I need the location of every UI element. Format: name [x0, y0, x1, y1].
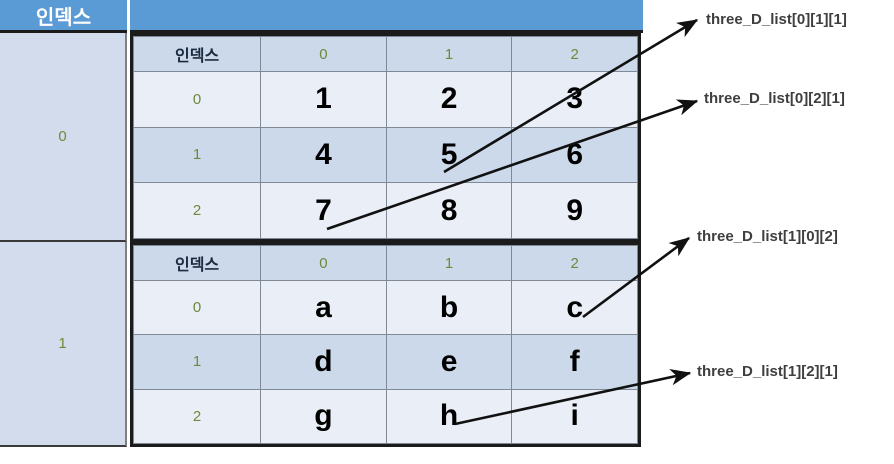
cell-1-1-1: e [385, 334, 513, 390]
cell-0-0-0: 1 [260, 71, 387, 128]
outer-index-value-1: 1 [58, 335, 67, 352]
cell-0-1-1: 5 [385, 126, 513, 184]
grid-header-col-2: 2 [511, 36, 638, 72]
banner-filler [130, 0, 643, 33]
cell-0-0-1: 2 [385, 71, 513, 128]
cell-0-1-2: 6 [511, 126, 638, 184]
cell-1-0-0: a [260, 279, 387, 336]
cell-1-0-2: c [511, 279, 638, 336]
row-index-0: 0 [132, 279, 262, 336]
cell-1-1-2: f [511, 334, 638, 390]
cell-1-2-2: i [511, 388, 638, 445]
banner-index-header: 인덱스 [0, 0, 127, 33]
cell-1-2-1: h [385, 388, 513, 445]
grid-header-row: 인덱스 0 1 2 [132, 245, 638, 281]
row-index-1: 1 [132, 334, 262, 390]
annotation-label-0: three_D_list[0][1][1] [706, 11, 847, 28]
cell-1-1-0: d [260, 334, 387, 390]
annotation-label-1: three_D_list[0][2][1] [704, 90, 845, 107]
table-row: 0 1 2 3 [132, 71, 638, 128]
table-row: 1 d e f [132, 334, 638, 390]
cell-0-2-1: 8 [385, 182, 513, 239]
cell-0-2-2: 9 [511, 182, 638, 239]
outer-index-cell-0: 0 [0, 33, 127, 242]
row-index-1: 1 [132, 126, 262, 184]
table-row: 0 a b c [132, 279, 638, 336]
annotation-label-2: three_D_list[1][0][2] [697, 228, 838, 245]
grid-block-1: 인덱스 0 1 2 0 a b c 1 d e f [132, 245, 638, 445]
table-row: 1 4 5 6 [132, 126, 638, 184]
banner-index-label: 인덱스 [35, 6, 92, 29]
cell-0-2-0: 7 [260, 182, 387, 239]
cell-1-2-0: g [260, 388, 387, 445]
table-row: 2 7 8 9 [132, 182, 638, 239]
cell-0-0-2: 3 [511, 71, 638, 128]
grid-header-col-0: 0 [260, 36, 387, 72]
grid-header-col-0: 0 [260, 245, 387, 281]
cell-1-0-1: b [385, 279, 513, 336]
inner-table-block-1: 인덱스 0 1 2 0 a b c 1 d e f [130, 242, 641, 447]
cell-0-1-0: 4 [260, 126, 387, 184]
outer-index-cell-1: 1 [0, 242, 127, 447]
row-index-2: 2 [132, 182, 262, 239]
grid-header-col-1: 1 [385, 245, 513, 281]
grid-block-0: 인덱스 0 1 2 0 1 2 3 1 4 5 6 [132, 36, 638, 239]
grid-header-index-label: 인덱스 [132, 245, 262, 281]
grid-header-col-2: 2 [511, 245, 638, 281]
annotation-label-3: three_D_list[1][2][1] [697, 363, 838, 380]
row-index-0: 0 [132, 71, 262, 128]
table-row: 2 g h i [132, 388, 638, 445]
inner-table-block-0: 인덱스 0 1 2 0 1 2 3 1 4 5 6 [130, 33, 641, 242]
grid-header-index-label: 인덱스 [132, 36, 262, 72]
grid-header-row: 인덱스 0 1 2 [132, 36, 638, 72]
grid-header-col-1: 1 [385, 36, 513, 72]
row-index-2: 2 [132, 388, 262, 445]
outer-index-value-0: 0 [58, 128, 67, 145]
